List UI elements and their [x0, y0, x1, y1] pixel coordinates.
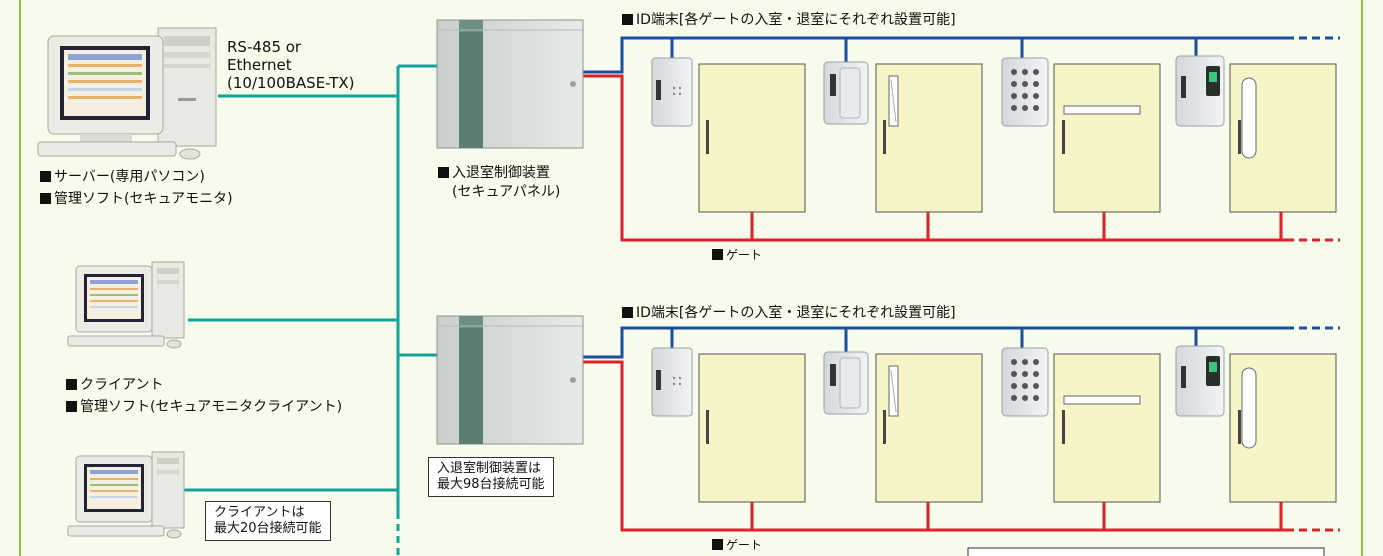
network-label-line: RS-485 or	[227, 38, 302, 56]
panel-limit-note: 入退室制御装置は 最大98台接続可能	[428, 457, 554, 497]
square-bullet-icon	[40, 171, 51, 182]
client-label-line1: クライアント	[80, 377, 164, 393]
id-terminal-title-2: ID端末[各ゲートの入室・退室にそれぞれ設置可能]	[622, 302, 956, 322]
square-bullet-icon	[712, 249, 723, 260]
row1-terminals	[651, 55, 1337, 213]
square-bullet-icon	[40, 193, 51, 204]
network-label-line: Ethernet	[227, 56, 292, 74]
panel-note-line: 入退室制御装置は	[437, 461, 542, 476]
power-bus-2	[582, 360, 1340, 532]
id-terminal-title-1: ID端末[各ゲートの入室・退室にそれぞれ設置可能]	[622, 9, 956, 29]
id-terminal-title-text: ID端末[各ゲートの入室・退室にそれぞれ設置可能]	[636, 305, 956, 321]
data-bus-1	[582, 36, 1340, 74]
client-label-line2: 管理ソフト(セキュアモニタクライアント)	[80, 399, 343, 415]
panel-label-line2: (セキュアパネル)	[452, 184, 561, 200]
gate-label-text: ゲート	[726, 538, 763, 552]
square-bullet-icon	[622, 14, 633, 25]
network-label: RS-485 or Ethernet (10/100BASE-TX)	[227, 38, 355, 92]
gate-label-1: ゲート	[712, 246, 762, 263]
client-pc-image-1	[67, 261, 185, 349]
panel-note-line: 最大98台接続可能	[437, 477, 545, 492]
server-label: サーバー(専用パソコン) 管理ソフト(セキュアモニタ)	[40, 166, 233, 210]
square-bullet-icon	[622, 307, 633, 318]
server-label-line2: 管理ソフト(セキュアモニタ)	[54, 191, 233, 207]
gate-label-text: ゲート	[726, 248, 763, 262]
ethernet-lines	[170, 64, 437, 556]
client-note-line: クライアントは	[214, 505, 305, 520]
square-bullet-icon	[712, 539, 723, 550]
id-terminal-title-text: ID端末[各ゲートの入室・退室にそれぞれ設置可能]	[636, 12, 956, 28]
panel-label-line1: 入退室制御装置	[452, 165, 550, 181]
server-label-line1: サーバー(専用パソコン)	[54, 169, 205, 185]
client-pc-image-2	[67, 451, 185, 539]
data-bus-2	[582, 326, 1340, 359]
control-panel-image-1	[436, 19, 584, 149]
control-panel-image-2	[436, 315, 584, 445]
gate-label-2: ゲート	[712, 536, 762, 553]
panel-label: 入退室制御装置 (セキュアパネル)	[438, 164, 560, 202]
square-bullet-icon	[438, 167, 449, 178]
client-limit-note: クライアントは 最大20台接続可能	[205, 501, 331, 541]
client-label: クライアント 管理ソフト(セキュアモニタクライアント)	[66, 374, 342, 418]
server-pc-image	[37, 27, 217, 160]
row2-terminals	[651, 345, 1337, 503]
square-bullet-icon	[66, 401, 77, 412]
client-note-line: 最大20台接続可能	[214, 521, 322, 536]
square-bullet-icon	[66, 379, 77, 390]
network-label-line: (10/100BASE-TX)	[227, 74, 355, 92]
power-bus-1	[582, 74, 1340, 242]
